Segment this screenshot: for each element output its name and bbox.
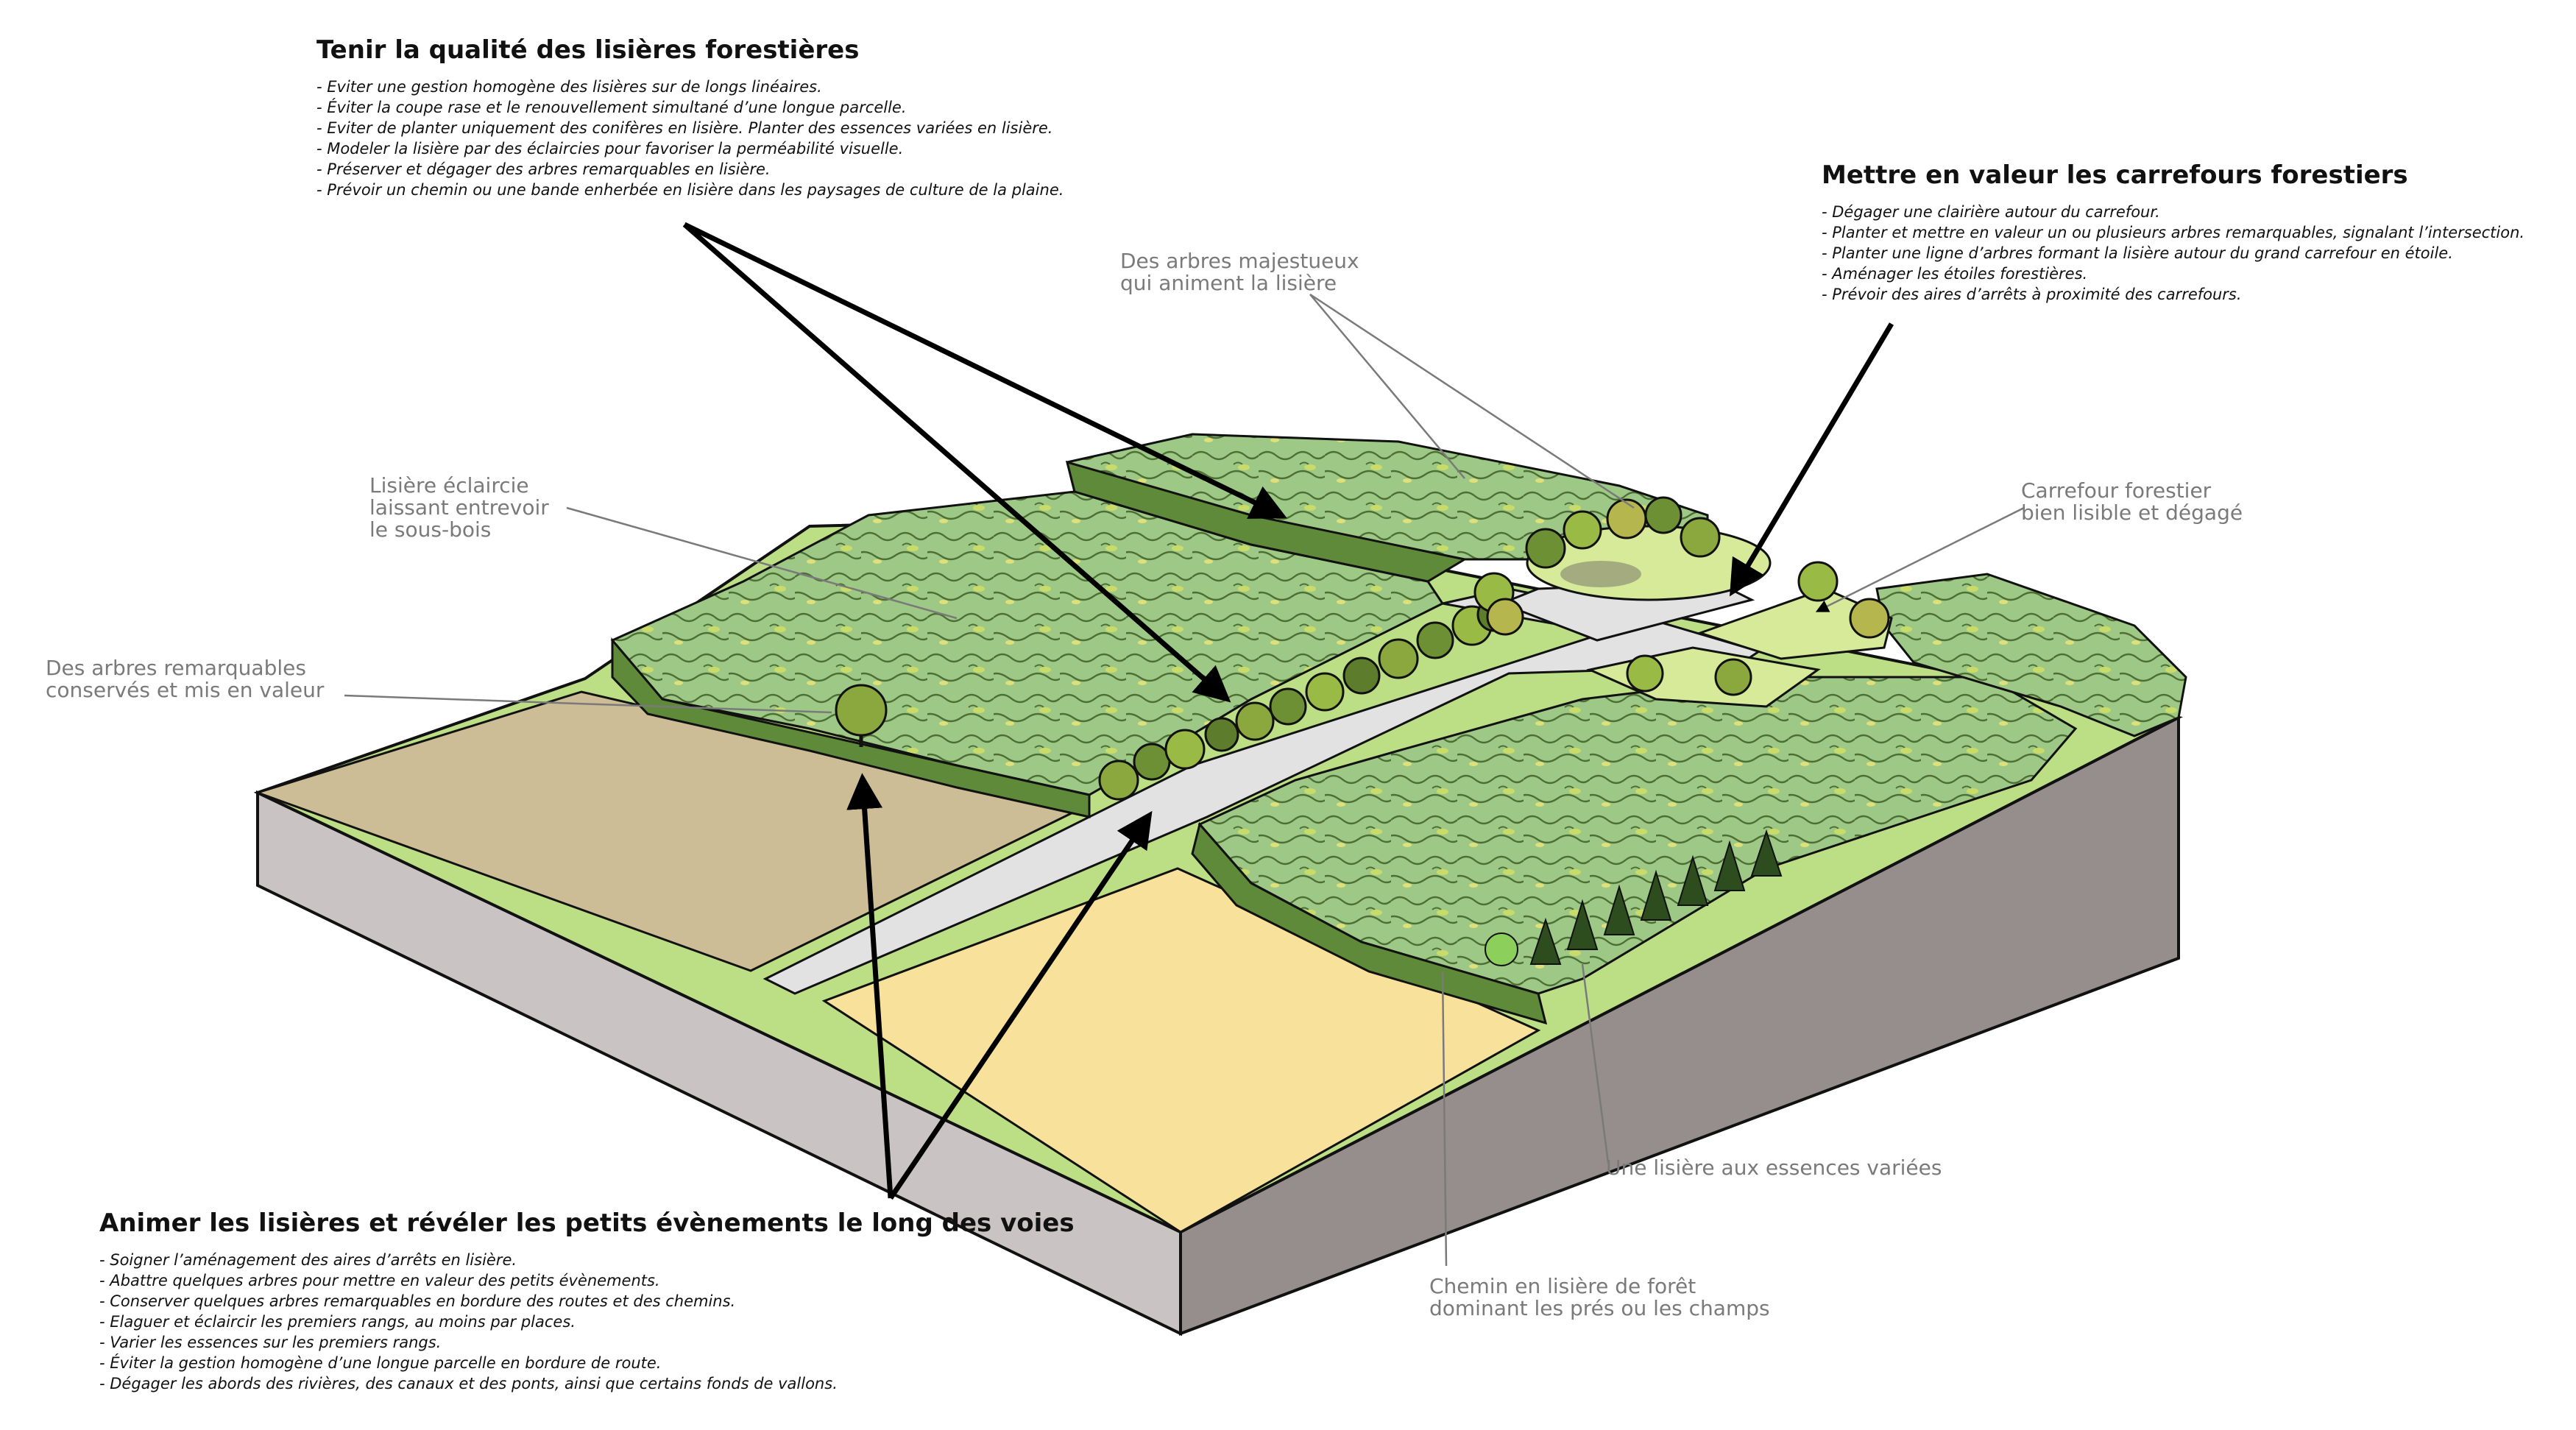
list-item: - Modeler la lisière par des éclaircies … [316,140,904,157]
list-item: - Planter et mettre en valeur un ou plus… [1822,224,2525,241]
title-carrefours: Mettre en valeur les carrefours forestie… [1822,160,2408,190]
list-item: - Varier les essences sur les premiers r… [99,1334,442,1351]
tree-ring-clearing [1473,496,1890,696]
list-item: - Éviter la gestion homogène d’une longu… [99,1354,662,1372]
title-lisieres: Tenir la qualité des lisières forestière… [316,35,860,65]
list-lisieres: - Eviter une gestion homogène des lisièr… [316,77,1064,200]
forest-block-right [1875,573,2187,737]
list-item: - Dégager une clairière autour du carref… [1822,203,2160,221]
list-item: - Soigner l’aménagement des aires d’arrê… [99,1251,517,1269]
block-carrefours: Mettre en valeur les carrefours forestie… [1822,160,2524,305]
list-item: - Eviter une gestion homogène des lisièr… [316,78,822,96]
list-item: - Abattre quelques arbres pour mettre en… [99,1272,660,1289]
list-animer: - Soigner l’aménagement des aires d’arrê… [99,1250,1075,1394]
list-item: - Eviter de planter uniquement des conif… [316,119,1053,137]
list-item: - Préserver et dégager des arbres remarq… [316,160,771,178]
block-lisieres: Tenir la qualité des lisières forestière… [316,35,1064,200]
forest-edge-left [611,637,1091,818]
list-carrefours: - Dégager une clairière autour du carref… [1822,202,2524,305]
label-essences: Une lisière aux essences variées [1606,1155,1942,1180]
leader-lines [344,293,2025,1267]
block-animer: Animer les lisières et révéler les petit… [99,1208,1075,1394]
list-item: - Prévoir des aires d’arrêts à proximité… [1822,286,2242,303]
list-item: - Planter une ligne d’arbres formant la … [1822,244,2453,262]
conifer-group [1485,829,1783,966]
list-item: - Elaguer et éclaircir les premiers rang… [99,1313,576,1331]
list-item: - Dégager les abords des rivières, des c… [99,1375,838,1392]
list-item: - Aménager les étoiles forestières. [1822,265,2088,283]
list-item: - Conserver quelques arbres remarquables… [99,1292,736,1310]
list-item: - Éviter la coupe rase et le renouvellem… [316,99,907,116]
list-item: - Prévoir un chemin ou une bande enherbé… [316,181,1064,199]
forest-edge-bottom [1191,821,1548,1025]
remarkable-tree [835,684,888,747]
title-animer: Animer les lisières et révéler les petit… [99,1208,1075,1238]
callout-arrows [682,222,1894,1200]
forest-block-left [610,490,1445,796]
